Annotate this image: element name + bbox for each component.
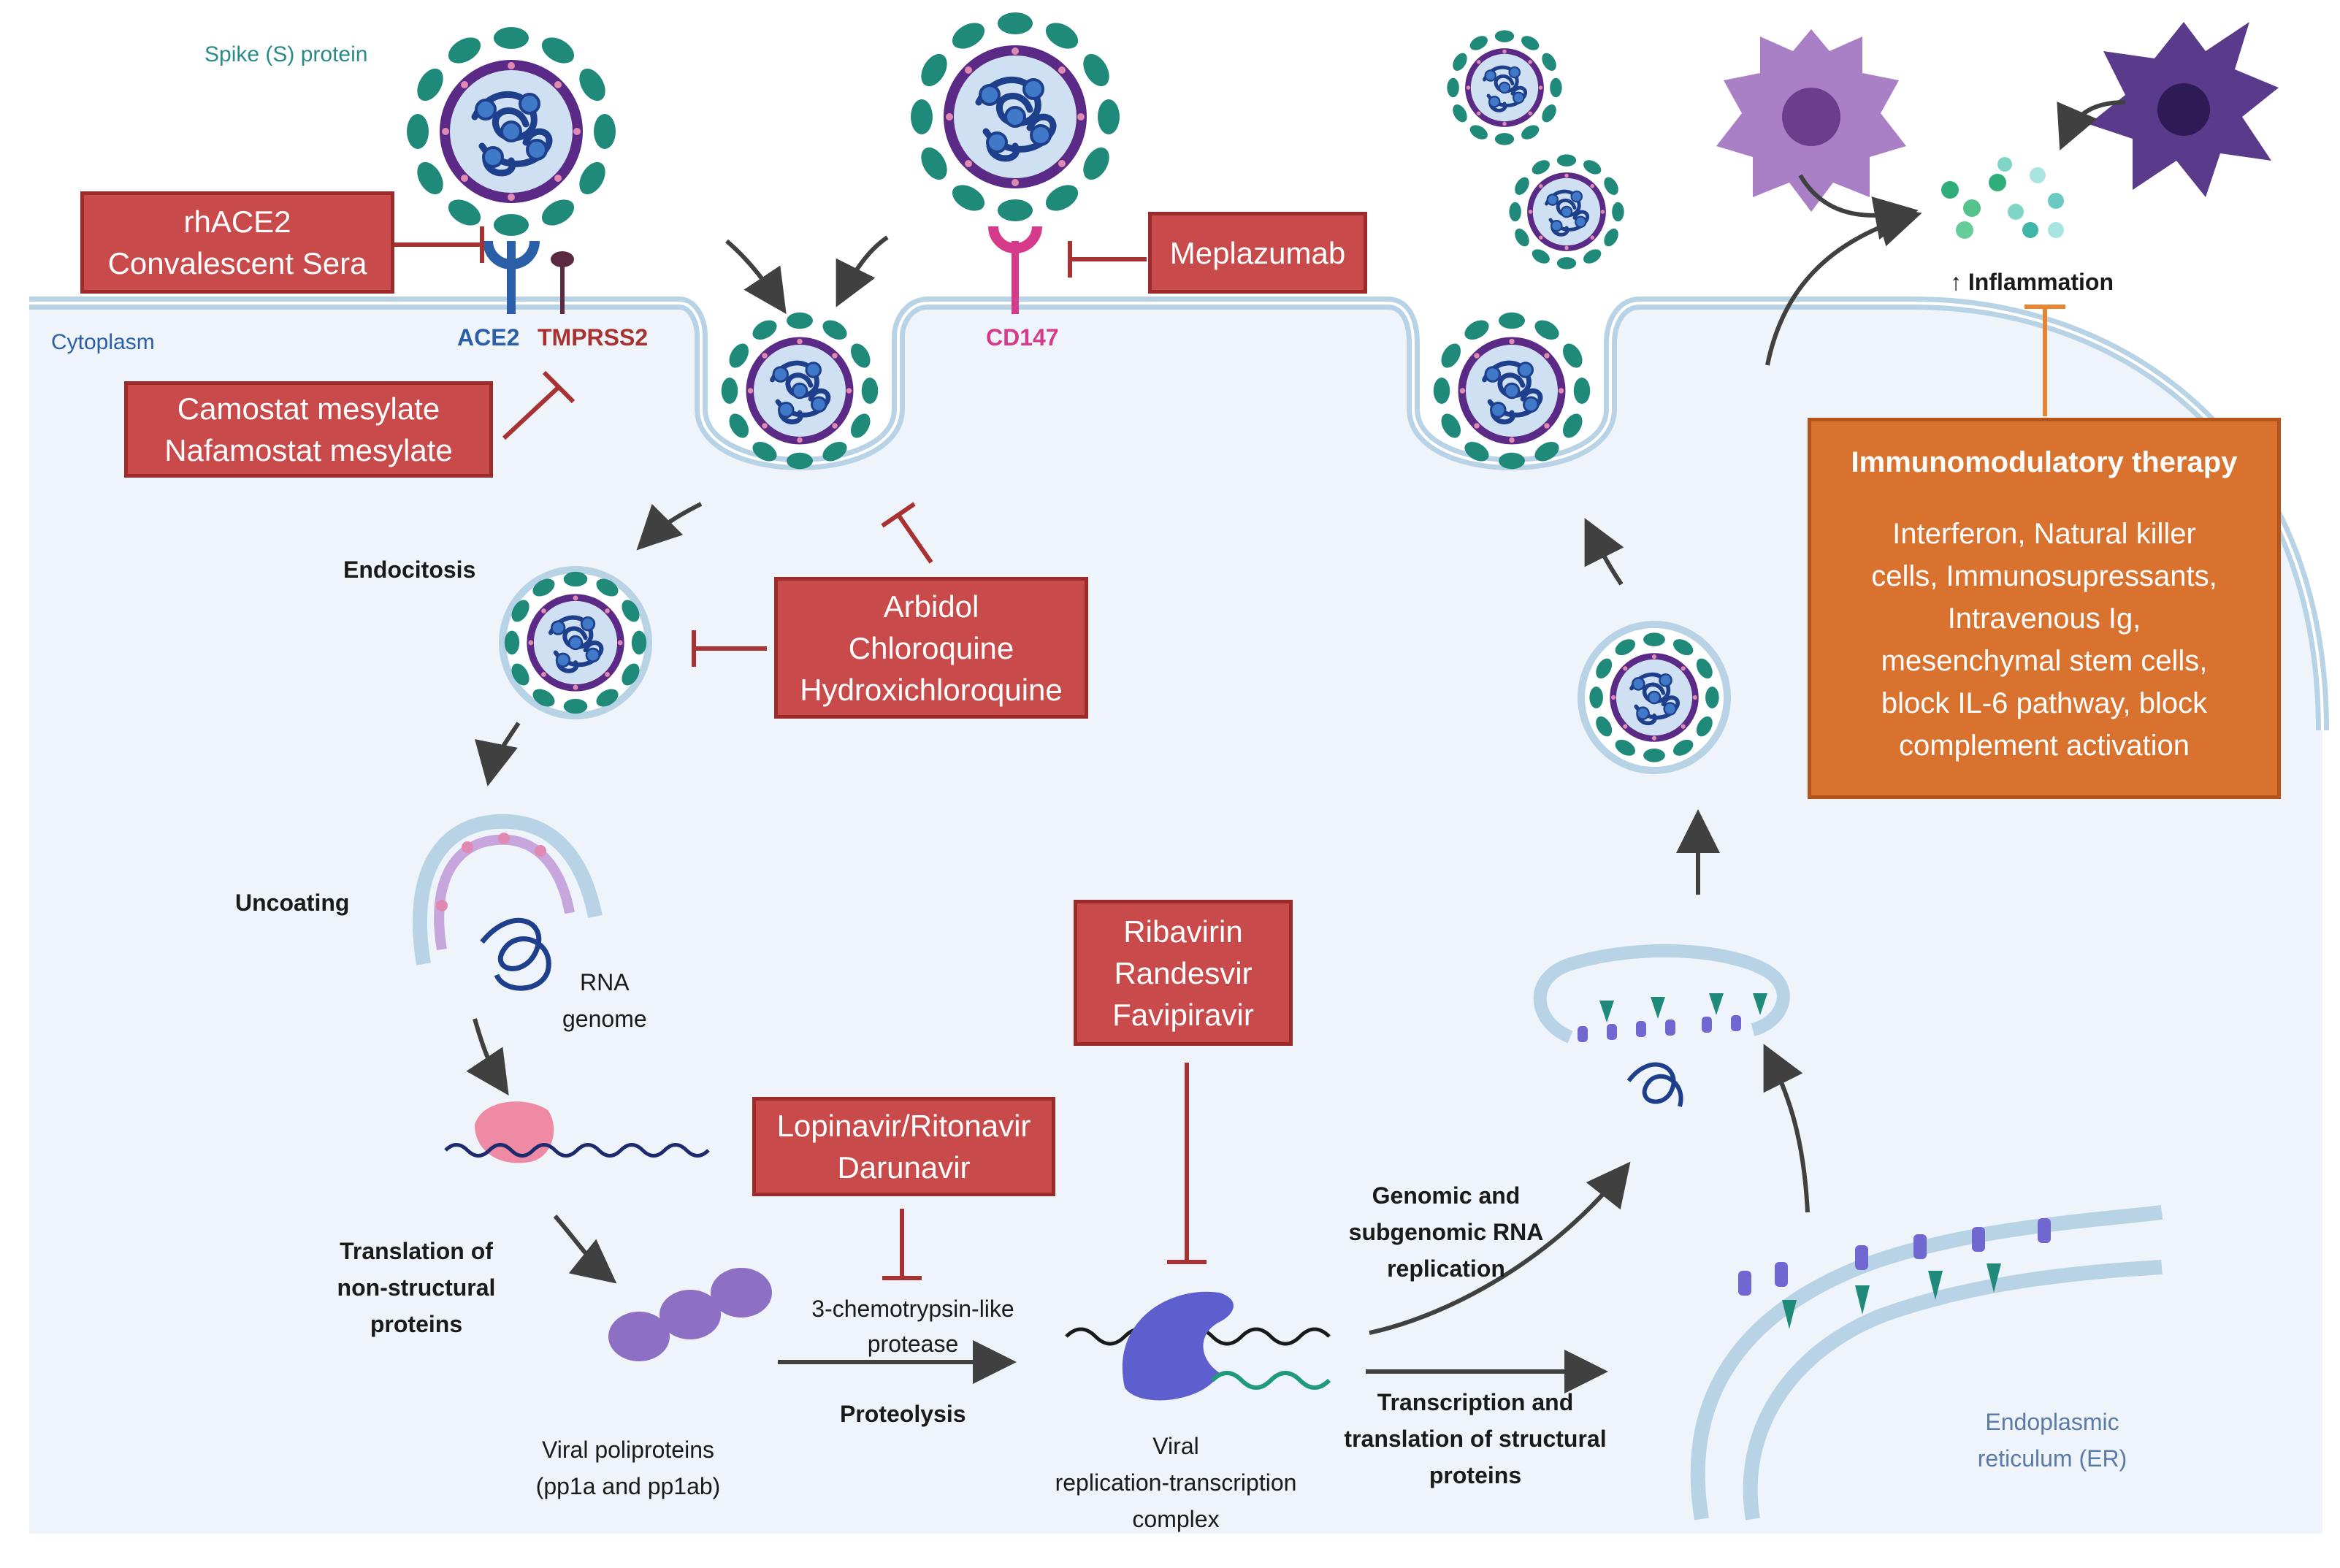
- drug-rhace2-line2: Convalescent Sera: [107, 246, 367, 280]
- ribosome-icon: [444, 1101, 710, 1163]
- polyproteins-label: Viral poliproteins (pp1a and pp1ab): [526, 1431, 730, 1504]
- drug-box-meplazumab: Meplazumab: [1148, 212, 1367, 294]
- tmprss2-label: TMPRSS2: [538, 324, 649, 351]
- drug-box-ribavirin: Ribavirin Randesvir Favipiravir: [1074, 900, 1293, 1046]
- arrow-to-uncoating: [475, 722, 521, 787]
- rna-genome-line1: RNA: [580, 969, 630, 995]
- drug-camostat-line1: Camostat mesylate: [177, 391, 440, 426]
- polyproteins-line2: (pp1a and pp1ab): [535, 1473, 721, 1499]
- cd147-receptor-icon: [988, 226, 1042, 314]
- transcription-line2: translation of structural: [1344, 1426, 1607, 1452]
- complex-line3: complex: [1132, 1506, 1220, 1532]
- arrow-to-polyproteins: [553, 1215, 617, 1284]
- immuno-line6: complement activation: [1899, 730, 2190, 762]
- drug-camostat-line2: Nafamostat mesylate: [164, 433, 453, 467]
- translation-line3: proteins: [370, 1311, 463, 1337]
- cytokine-dots-icon: [1941, 157, 2064, 239]
- arrow-er-to-vesicle: [1763, 1044, 1810, 1213]
- drug-lopinavir-line2: Darunavir: [837, 1150, 971, 1185]
- drug-meplazumab-line1: Meplazumab: [1169, 235, 1346, 270]
- genomic-line1: Genomic and: [1372, 1182, 1521, 1209]
- immuno-line5: block IL-6 pathway, block: [1881, 687, 2208, 719]
- er-line2: reticulum (ER): [1977, 1445, 2127, 1472]
- immunomodulatory-title: Immunomodulatory therapy: [1851, 446, 2238, 478]
- complex-line1: Viral: [1152, 1433, 1199, 1459]
- arrow-entry-right: [836, 235, 889, 307]
- immuno-line3: Intravenous Ig,: [1947, 603, 2141, 635]
- assembly-rna-icon: [1626, 1062, 1683, 1107]
- replication-complex-icon: [1065, 1291, 1331, 1401]
- drug-ribavirin-line2: Randesvir: [1114, 955, 1253, 990]
- transcription-line3: proteins: [1429, 1462, 1522, 1488]
- arrow-genomic-replication: [1369, 1161, 1631, 1335]
- drug-box-rhace2: rhACE2 Convalescent Sera: [80, 191, 394, 294]
- sars-cov-2-virus-cd147: [911, 12, 1120, 221]
- cd147-label: CD147: [986, 324, 1059, 351]
- dendritic-cell-icon: [2089, 22, 2279, 197]
- entering-virus: [722, 313, 879, 470]
- rna-genome-icon: [480, 918, 551, 991]
- translation-line1: Translation of: [340, 1238, 493, 1264]
- drug-ribavirin-line3: Favipiravir: [1112, 997, 1254, 1032]
- genomic-line2: subgenomic RNA: [1348, 1219, 1544, 1245]
- immuno-line1: Interferon, Natural killer: [1892, 518, 2196, 550]
- cytoplasm-label: Cytoplasm: [51, 330, 155, 354]
- arrow-dendritic-to-cytokine: [2057, 100, 2126, 151]
- drug-rhace2-line1: rhACE2: [183, 204, 291, 239]
- drug-arbidol-line2: Chloroquine: [848, 630, 1014, 665]
- drug-box-arbidol: Arbidol Chloroquine Hydroxichloroquine: [774, 577, 1088, 719]
- drug-box-lopinavir: Lopinavir/Ritonavir Darunavir: [752, 1097, 1055, 1196]
- drug-arbidol-line1: Arbidol: [883, 589, 979, 624]
- transcription-label: Transcription and translation of structu…: [1329, 1384, 1621, 1494]
- complex-line2: replication-transcription: [1055, 1469, 1297, 1496]
- arrow-entry-left: [725, 239, 787, 314]
- ace2-label: ACE2: [457, 324, 520, 351]
- protease-label: 3-chemotrypsin-like protease: [789, 1291, 1037, 1361]
- budding-virus: [1434, 313, 1591, 470]
- drug-box-camostat: Camostat mesylate Nafamostat mesylate: [124, 381, 493, 478]
- sars-cov-2-virus-ace2: [407, 27, 616, 236]
- drug-arbidol-line3: Hydroxichloroquine: [800, 672, 1063, 707]
- immunomodulatory-therapy-box: Immunomodulatory therapy Interferon, Nat…: [1808, 418, 2281, 799]
- immuno-inhibition-marker: [2024, 305, 2065, 416]
- genomic-line3: replication: [1387, 1255, 1505, 1282]
- er-label: Endoplasmic reticulum (ER): [1957, 1404, 2147, 1477]
- assembly-vesicle-icon: [1533, 944, 1790, 1044]
- inhibition-markers: [394, 226, 1207, 1280]
- uncoating-membrane-icon: [412, 814, 603, 965]
- endocytosis-label: Endocitosis: [343, 557, 476, 583]
- macrophage-cell-icon: [1716, 29, 1906, 212]
- transcription-line1: Transcription and: [1377, 1389, 1574, 1415]
- endoplasmic-reticulum-icon: [1690, 1205, 2163, 1521]
- immunomodulatory-body: Interferon, Natural killer cells, Immuno…: [1811, 513, 2277, 767]
- viral-polyproteins-icon: [608, 1268, 772, 1361]
- protease-line2: protease: [867, 1331, 959, 1357]
- arrow-exit-to-inflammation: [1765, 204, 1922, 366]
- inflammation-label: ↑ Inflammation: [1950, 269, 2114, 295]
- tmprss2-receptor-icon: [551, 251, 574, 314]
- rna-genome-label: RNA genome: [562, 964, 647, 1037]
- uncoating-label: Uncoating: [235, 890, 350, 916]
- polyproteins-line1: Viral poliproteins: [542, 1437, 714, 1463]
- arrow-to-ribosome: [466, 1018, 509, 1095]
- arrow-to-endosome: [636, 502, 703, 551]
- released-virus-2: [1509, 154, 1624, 269]
- proteolysis-label: Proteolysis: [840, 1401, 966, 1427]
- protease-line1: 3-chemotrypsin-like: [811, 1296, 1014, 1322]
- immuno-line2: cells, Immunosupressants,: [1871, 560, 2217, 592]
- complex-label: Viral replication-transcription complex: [1022, 1428, 1329, 1537]
- released-virus-1: [1447, 30, 1561, 145]
- rna-genome-line2: genome: [562, 1006, 647, 1032]
- translation-line2: non-structural: [337, 1274, 496, 1301]
- arrow-to-membrane-exit: [1584, 518, 1624, 586]
- immuno-line4: mesenchymal stem cells,: [1881, 645, 2208, 677]
- spike-protein-label: Spike (S) protein: [204, 42, 368, 66]
- translation-label: Translation of non-structural proteins: [321, 1233, 511, 1342]
- ace2-receptor-icon: [483, 240, 540, 314]
- drug-ribavirin-line1: Ribavirin: [1123, 914, 1243, 949]
- drug-lopinavir-line1: Lopinavir/Ritonavir: [776, 1109, 1031, 1143]
- er-line1: Endoplasmic: [1985, 1409, 2119, 1435]
- genomic-replication-label: Genomic and subgenomic RNA replication: [1329, 1177, 1563, 1287]
